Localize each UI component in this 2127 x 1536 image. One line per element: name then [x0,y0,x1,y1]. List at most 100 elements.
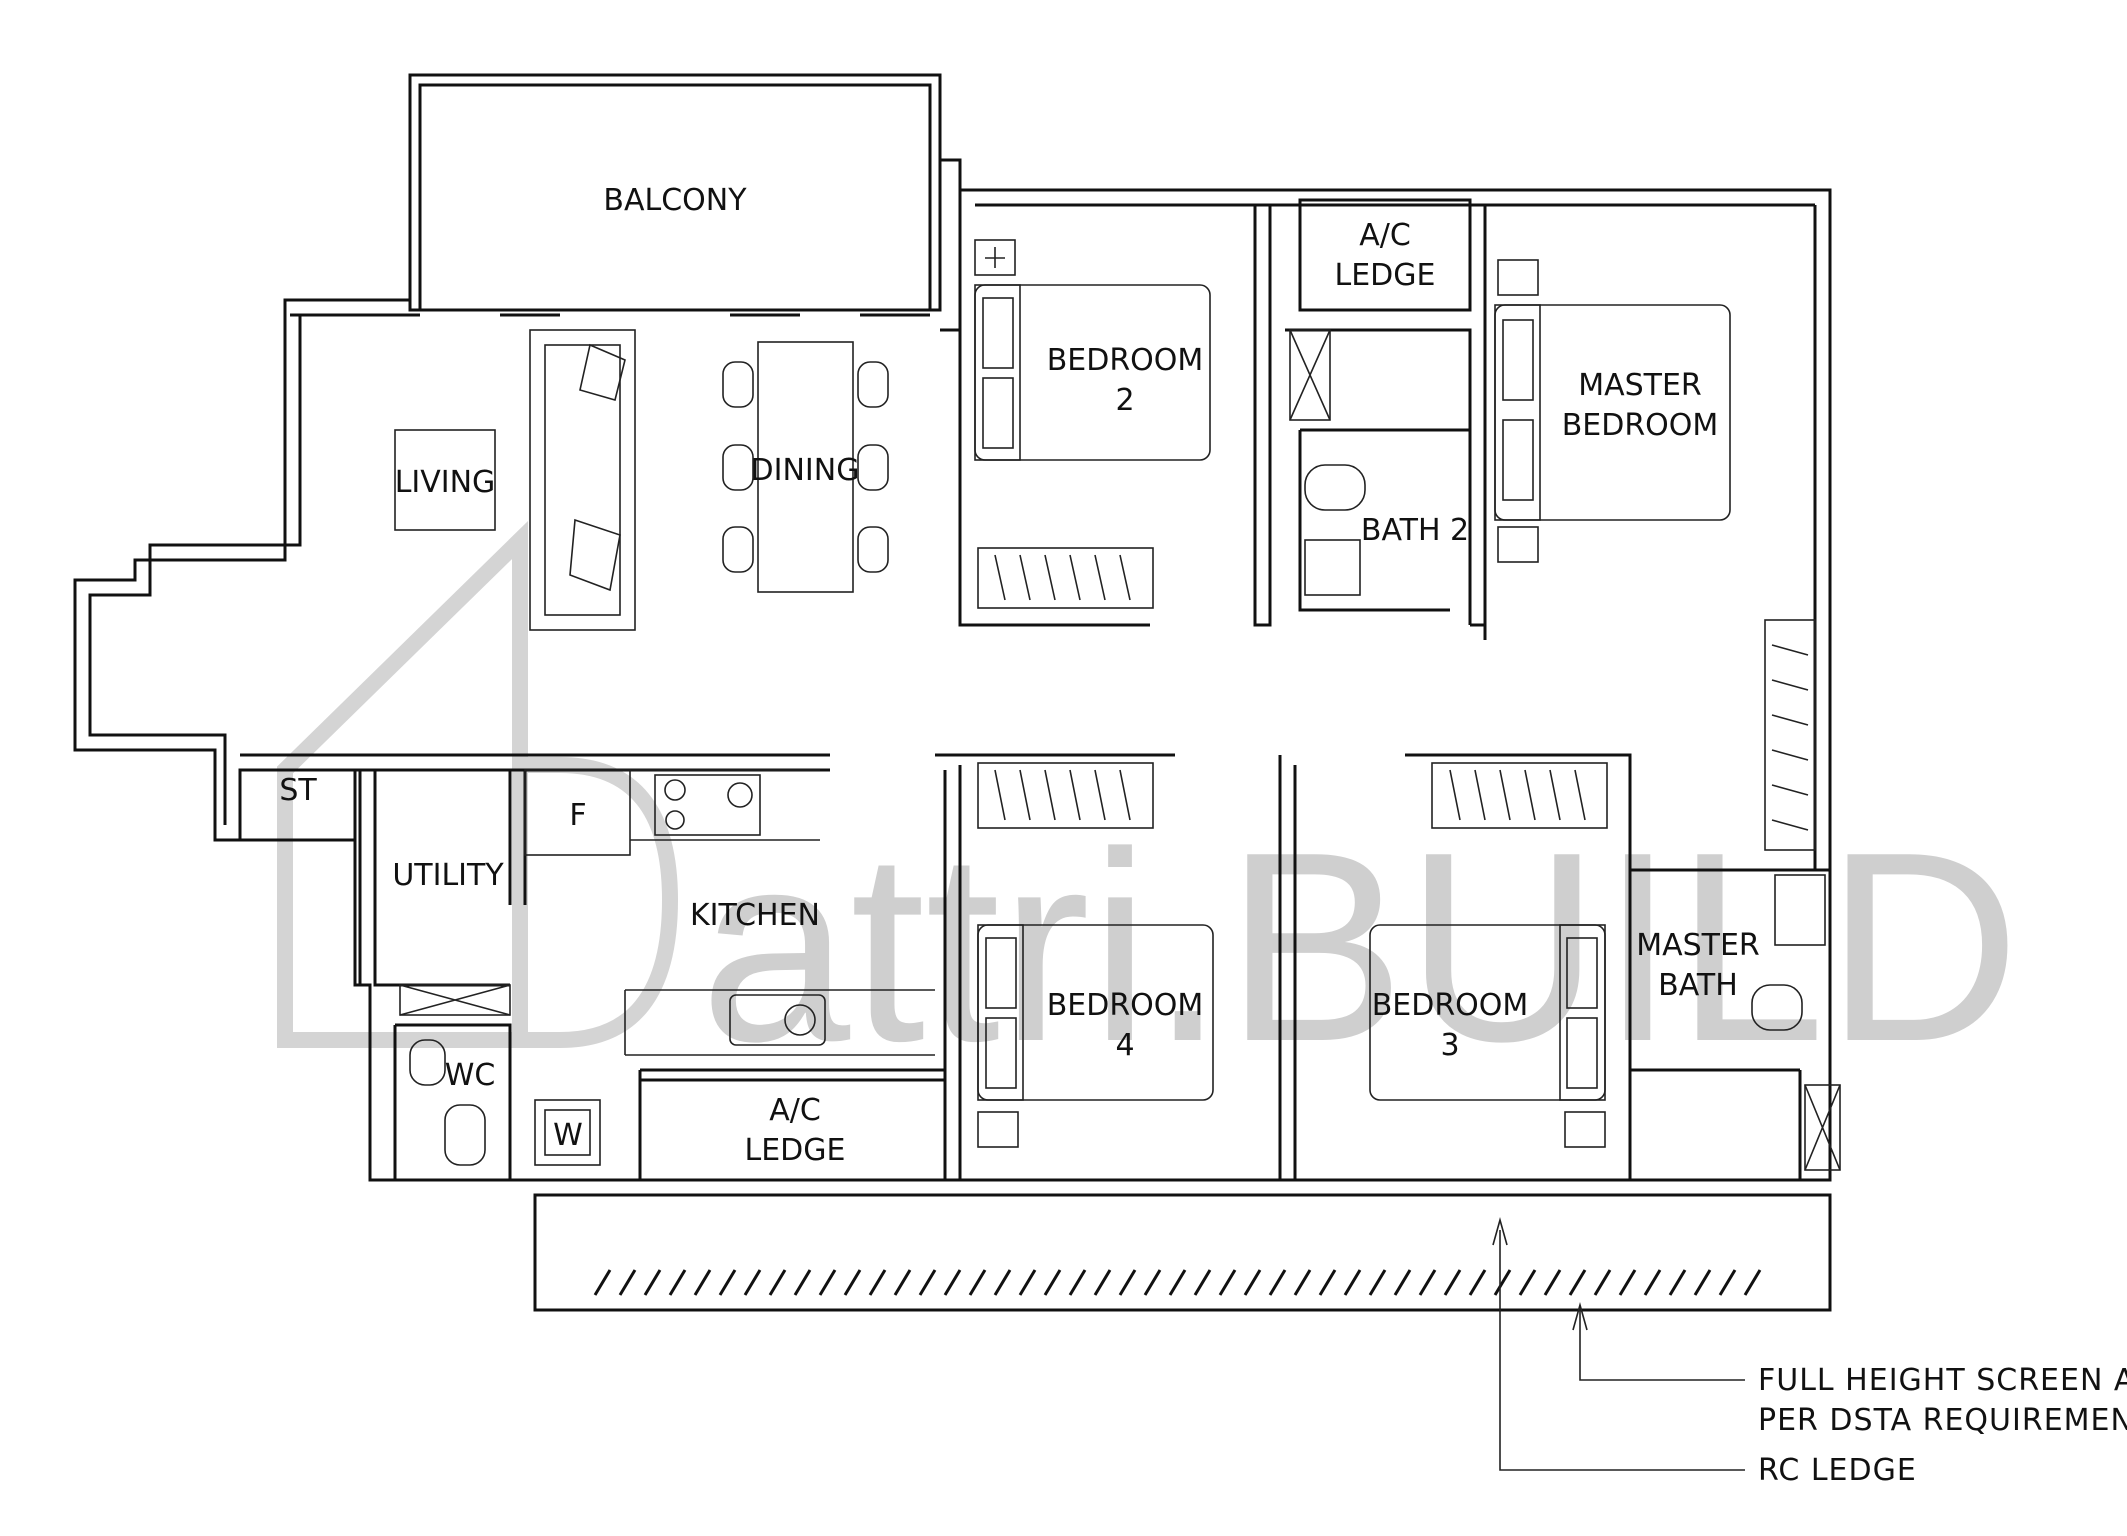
screen-hatch [593,1269,1762,1296]
label-bedroom-4-line2: 4 [1115,1028,1134,1063]
label-bedroom-2-line1: BEDROOM [1047,343,1204,378]
shower [1289,329,1331,421]
master-bath-walls [1628,868,1830,1180]
label-ac-ledge-bottom-line2: LEDGE [745,1133,846,1168]
wardrobe-hangers [1771,644,1809,831]
screen-leader [1579,1310,1745,1381]
living-dining: LIVING DINING [394,329,889,631]
pillow [1502,419,1534,501]
wc-toilet [444,1104,486,1166]
master-bedroom: MASTER BEDROOM [1470,205,1816,851]
watermark-text: attri.BUILD [700,797,2020,1098]
wardrobe-hangers [1449,769,1586,821]
headboard [1494,304,1541,521]
bedside-table [1497,526,1539,563]
bedside-table [977,1111,1019,1148]
annotations: FULL HEIGHT SCREEN AS PER DSTA REQUIREME… [1492,1217,2127,1488]
bedroom-2: BEDROOM 2 [958,205,1272,627]
utility-shower-cross [399,984,511,1016]
pillow [1566,937,1598,1009]
balcony-side [940,158,962,332]
rc-ledge-outline [533,1193,1832,1312]
master-bedroom-walls [1470,205,1487,640]
dining-chair [722,444,754,491]
label-bedroom-3-line2: 3 [1440,1028,1459,1063]
rc-ledge [533,1193,1832,1312]
note-rc-ledge: RC LEDGE [1758,1453,1917,1488]
living-west-wall [88,315,302,825]
pillow [982,297,1014,369]
label-ac-ledge-top-line2: LEDGE [1335,258,1436,293]
rc-ledge-leader [1499,1230,1745,1471]
screen-arrow-icon [1572,1302,1588,1331]
hob-burner-icon [727,782,753,808]
label-fridge: F [569,798,586,833]
master-bath: MASTER BATH [1628,868,1841,1180]
utility-shower [399,984,511,1016]
kitchen: F KITCHEN A/C LEDGE [524,769,947,1182]
sofa-seat [544,344,621,616]
label-bedroom-4-line1: BEDROOM [1047,988,1204,1023]
hob-burner-icon [664,779,686,801]
bedroom-4-walls [935,753,1297,1180]
wardrobe [1431,762,1608,829]
watermark: attri.BUILD [277,520,2020,1098]
sofa-cushions [569,343,626,592]
label-ac-ledge-bottom-line1: A/C [769,1093,821,1128]
label-wc: WC [445,1058,496,1093]
watermark-logo-mark [277,520,679,1048]
label-bath-2: BATH 2 [1361,513,1469,548]
master-bath-toilet [1751,984,1803,1031]
pillow [982,377,1014,449]
dining-chair [857,526,889,573]
dining-chair [857,444,889,491]
sofa [529,329,636,631]
label-bedroom-2-line2: 2 [1115,383,1134,418]
bedside-table [1564,1111,1606,1148]
label-living: LIVING [395,465,496,500]
dining-chair [722,526,754,573]
sink-bowl-icon [784,1004,816,1036]
wc-basin [409,1039,446,1086]
kitchen-counter-top [630,769,820,841]
label-utility: UTILITY [392,858,504,893]
washer-inner [544,1109,591,1156]
dining-chair [857,361,889,408]
outer-wall [73,188,1832,1182]
balcony: BALCONY [290,73,962,332]
living-table [394,429,496,531]
fridge [524,769,631,856]
label-ac-ledge-top-line1: A/C [1359,218,1411,253]
pillow [985,937,1017,1009]
rc-ledge-arrow-icon [1492,1217,1508,1246]
bedside-lamp-icon [985,247,1005,268]
bedside-table [1497,259,1539,296]
hob [654,774,761,836]
utility-walls [358,770,527,987]
master-bath-shower [1804,1084,1841,1171]
shower-cross [1289,329,1331,421]
bath-2-walls [1285,328,1472,625]
pillow [1566,1017,1598,1089]
washer [534,1099,601,1166]
label-dining: DINING [751,453,860,488]
master-bath-basin [1774,874,1826,946]
headboard [1559,924,1606,1101]
balcony-inner [418,83,932,312]
headboard [977,924,1024,1101]
master-bath-shower-cross [1804,1084,1841,1171]
service-area: ST UTILITY WC W [238,753,830,1180]
bedside-table [974,239,1016,276]
label-master-bedroom-line1: MASTER [1578,368,1702,403]
label-master-bedroom-line2: BEDROOM [1562,408,1719,443]
wardrobe-hangers [994,769,1131,821]
ac-ledge-top [1298,198,1472,312]
wc-walls [393,1023,512,1180]
pillow [1502,319,1534,401]
label-kitchen: KITCHEN [690,898,820,933]
wardrobe-hangers [994,554,1131,601]
sink [729,994,826,1046]
dining-table [757,341,854,593]
wardrobe [977,547,1154,609]
